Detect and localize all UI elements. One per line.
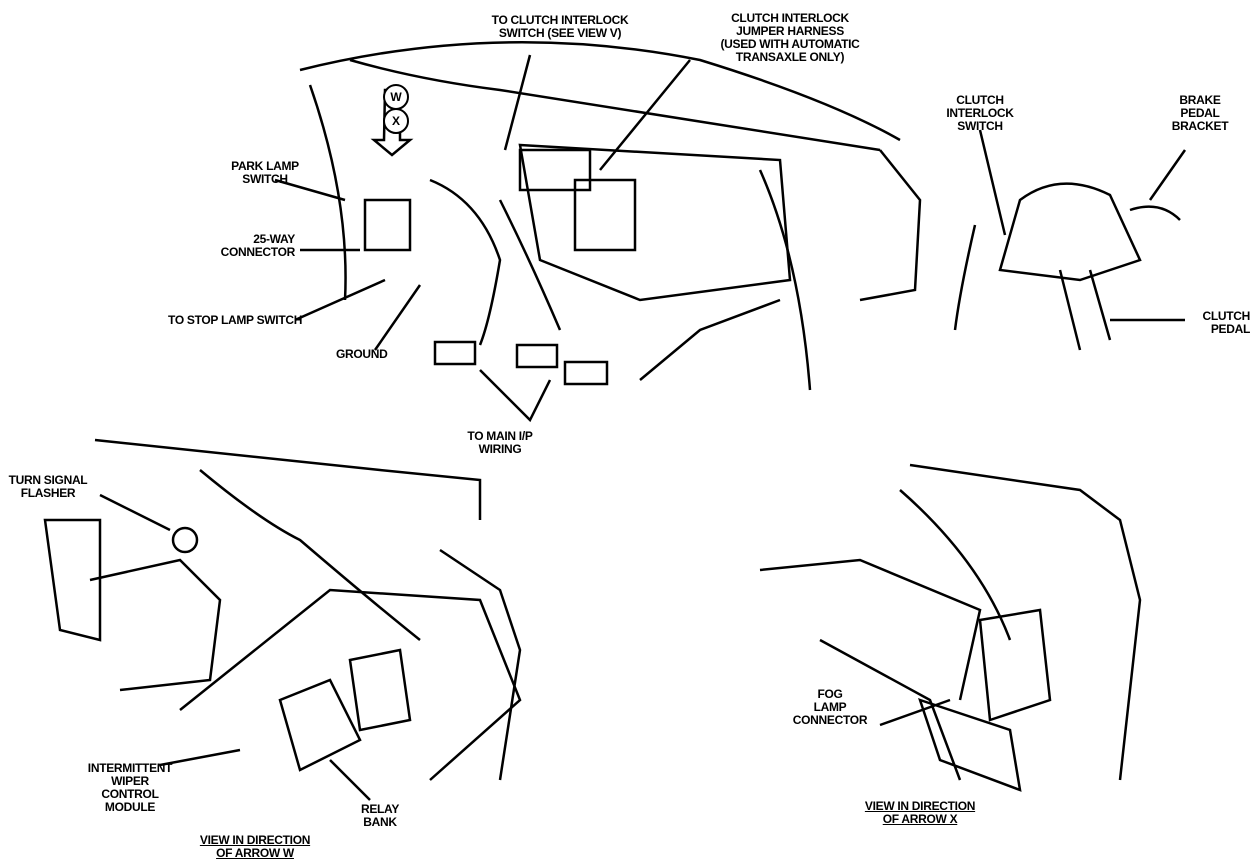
label-to-clutch-interlock: TO CLUTCH INTERLOCK SWITCH (SEE VIEW V) <box>491 13 629 40</box>
label-to-main-ip-wiring: TO MAIN I/P WIRING <box>467 429 533 456</box>
arrow-w-marker: W <box>383 84 409 110</box>
label-to-stop-lamp-switch: TO STOP LAMP SWITCH <box>168 313 303 327</box>
label-turn-signal-flasher: TURN SIGNAL FLASHER <box>8 473 88 500</box>
label-ground: GROUND <box>336 347 388 361</box>
caption-view-arrow-w: VIEW IN DIRECTION OF ARROW W <box>199 833 311 860</box>
label-relay-bank: RELAY BANK <box>360 802 400 829</box>
main-view-drawing <box>274 40 922 423</box>
view-w-drawing <box>43 438 522 801</box>
label-25-way-connector: 25-WAY CONNECTOR <box>220 232 296 259</box>
caption-view-arrow-x: VIEW IN DIRECTION OF ARROW X <box>864 799 976 826</box>
label-wiper-control-module: INTERMITTENT WIPER CONTROL MODULE <box>87 761 173 814</box>
view-x-drawing <box>759 463 1142 792</box>
label-park-lamp-switch: PARK LAMP SWITCH <box>231 159 299 186</box>
label-jumper-harness: CLUTCH INTERLOCK JUMPER HARNESS (USED WI… <box>720 11 860 64</box>
label-clutch-interlock-switch: CLUTCH INTERLOCK SWITCH <box>946 93 1014 133</box>
label-clutch-pedal: CLUTCH PEDAL <box>1202 309 1250 336</box>
label-fog-lamp-connector: FOG LAMP CONNECTOR <box>792 687 868 727</box>
label-brake-pedal-bracket: BRAKE PEDAL BRACKET <box>1171 93 1229 133</box>
clutch-inset-drawing <box>953 129 1187 351</box>
arrow-x-marker: X <box>383 108 409 134</box>
